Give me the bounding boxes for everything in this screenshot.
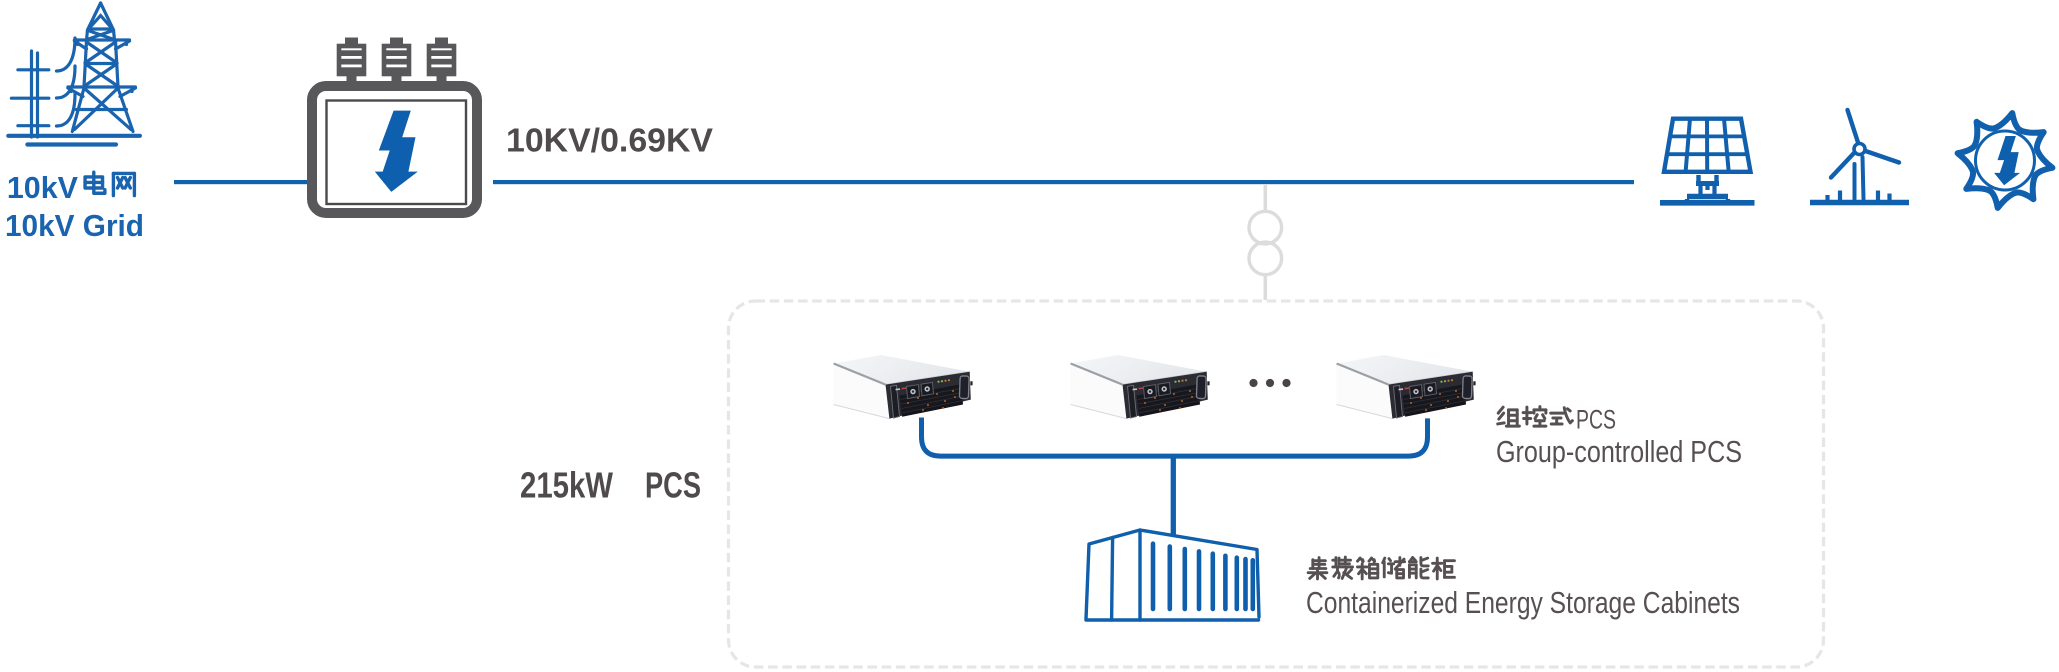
svg-text:215kW: 215kW [520, 465, 613, 506]
svg-text:Containerized Energy Storage C: Containerized Energy Storage Cabinets [1306, 585, 1740, 620]
svg-text:Group-controlled PCS: Group-controlled PCS [1496, 434, 1742, 469]
svg-text:10kV Grid: 10kV Grid [5, 208, 144, 243]
svg-text:10kV: 10kV [7, 170, 78, 205]
svg-text:PCS: PCS [1576, 405, 1616, 435]
svg-text:PCS: PCS [645, 465, 701, 506]
svg-text:10KV/0.69KV: 10KV/0.69KV [506, 122, 713, 159]
